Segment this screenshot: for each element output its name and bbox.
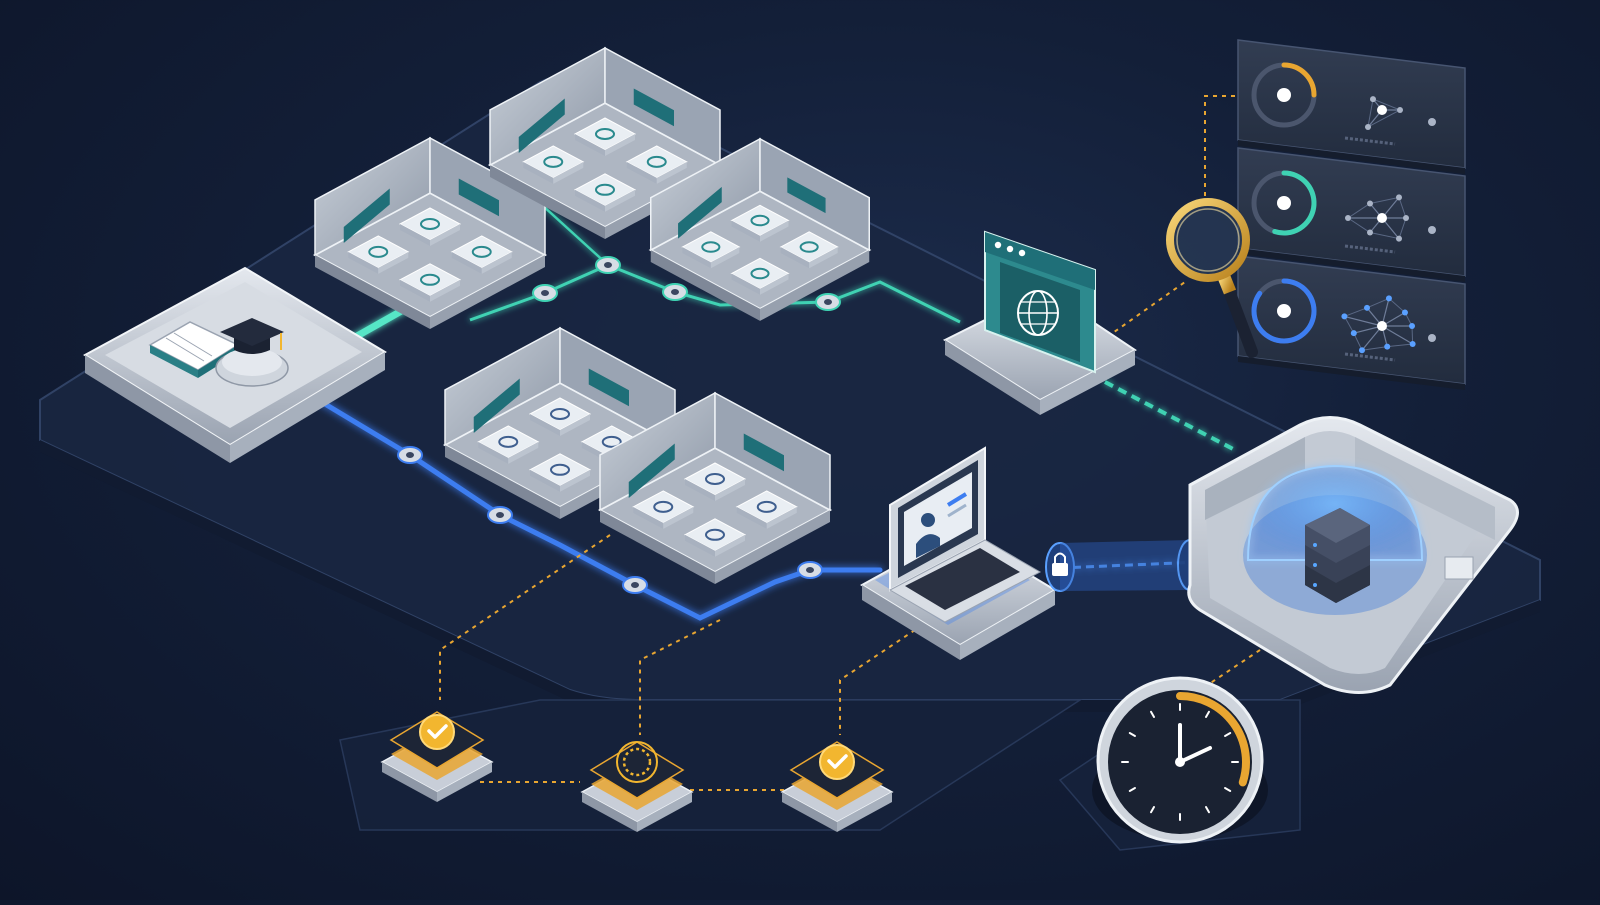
path-stop <box>532 284 558 302</box>
analytics-panels <box>1237 39 1466 390</box>
encrypted-tunnel <box>1045 539 1203 592</box>
checkmark-icon <box>819 744 855 780</box>
path-stop <box>622 576 648 594</box>
network-graph <box>1344 96 1436 146</box>
laptop-station[interactable] <box>860 446 1057 660</box>
teal-room-module[interactable] <box>312 136 548 329</box>
padlock-icon <box>1052 552 1068 576</box>
path-stop <box>815 293 841 311</box>
book-graduation-cap-icon <box>148 318 289 387</box>
clock-icon[interactable] <box>1092 676 1268 844</box>
browser-globe-icon <box>984 230 1096 374</box>
gauge-ring <box>1251 62 1317 128</box>
status-node-in-progress[interactable] <box>580 741 694 832</box>
analytics-panel[interactable] <box>1237 39 1466 174</box>
teal-room-module[interactable] <box>648 137 872 321</box>
path-stop <box>595 256 621 274</box>
teal-path-stops <box>532 256 841 311</box>
path-stop <box>797 561 823 579</box>
network-graph <box>1341 295 1436 362</box>
laptop-user-profile-icon <box>888 446 1042 623</box>
magnifying-glass-icon[interactable] <box>1166 198 1258 358</box>
analytics-panel[interactable] <box>1237 255 1466 390</box>
gauge-ring <box>1251 278 1317 344</box>
status-node-complete[interactable] <box>380 711 494 802</box>
secure-data-vault[interactable] <box>1187 416 1519 694</box>
status-node-complete[interactable] <box>780 741 894 832</box>
path-stop <box>397 446 423 464</box>
blue-path-stops <box>397 446 823 594</box>
server-stack-shield-icon <box>1305 508 1370 603</box>
network-graph <box>1344 194 1436 254</box>
path-stop <box>662 283 688 301</box>
analytics-panel[interactable] <box>1237 147 1466 282</box>
workflow-status-nodes <box>380 711 894 832</box>
dashed-circle-icon <box>616 741 658 783</box>
blue-room-module[interactable] <box>597 391 833 584</box>
room-modules <box>312 46 872 584</box>
checkmark-icon <box>419 714 455 750</box>
web-portal[interactable] <box>942 230 1137 415</box>
learning-hub[interactable] <box>83 266 387 463</box>
gauge-ring <box>1251 170 1317 236</box>
path-stop <box>487 506 513 524</box>
